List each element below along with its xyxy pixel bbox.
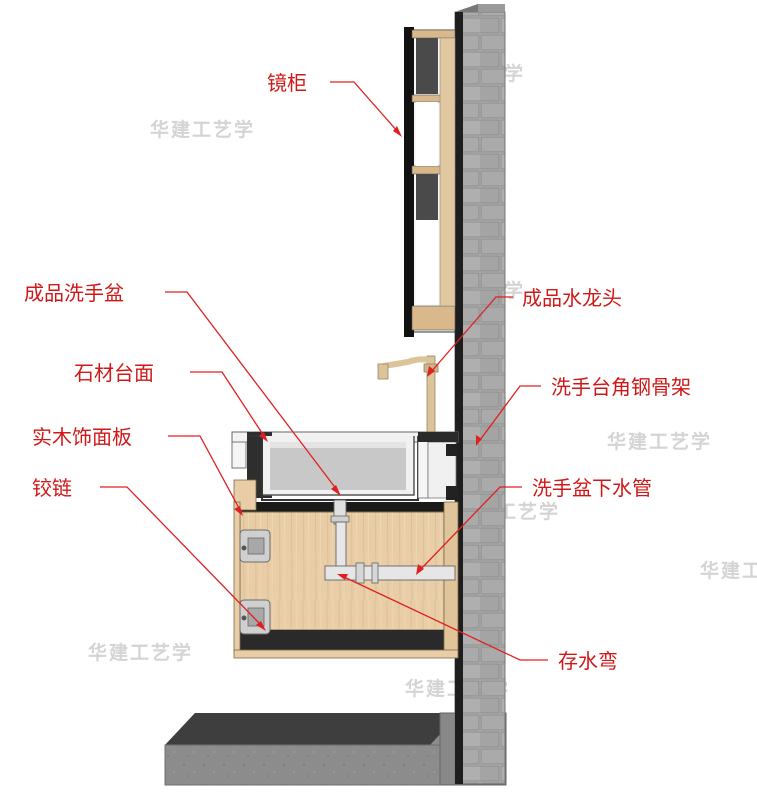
label-basin: 成品洗手盆 [24,281,124,305]
label-wood-panel: 实木饰面板 [32,425,132,449]
label-drain-pipe: 洗手盆下水管 [532,476,652,500]
label-steel-frame: 洗手台角钢骨架 [551,375,691,399]
leader-lines [100,81,548,661]
watermark-7: 华建工艺学 [88,641,193,664]
callout-labels: 镜柜 成品洗手盆 成品水龙头 石材台面 洗手台角钢骨架 实木饰面板 洗手盆下水管… [24,71,691,673]
watermark-6: 华建工艺学 [700,559,757,582]
watermark-4: 华建工艺学 [607,430,712,453]
label-faucet: 成品水龙头 [522,286,622,310]
label-trap: 存水弯 [558,649,618,673]
label-mirror-cabinet: 镜柜 [267,71,307,95]
countertop-basin [231,431,459,501]
watermark-2: 华建工艺学 [150,118,255,141]
hinge-upper [239,529,271,563]
label-hinge: 铰链 [32,476,72,500]
mirror-cabinet [404,27,456,337]
brick-wall [454,4,506,785]
hinge-lower [239,599,271,635]
label-stone-top: 石材台面 [74,361,154,385]
